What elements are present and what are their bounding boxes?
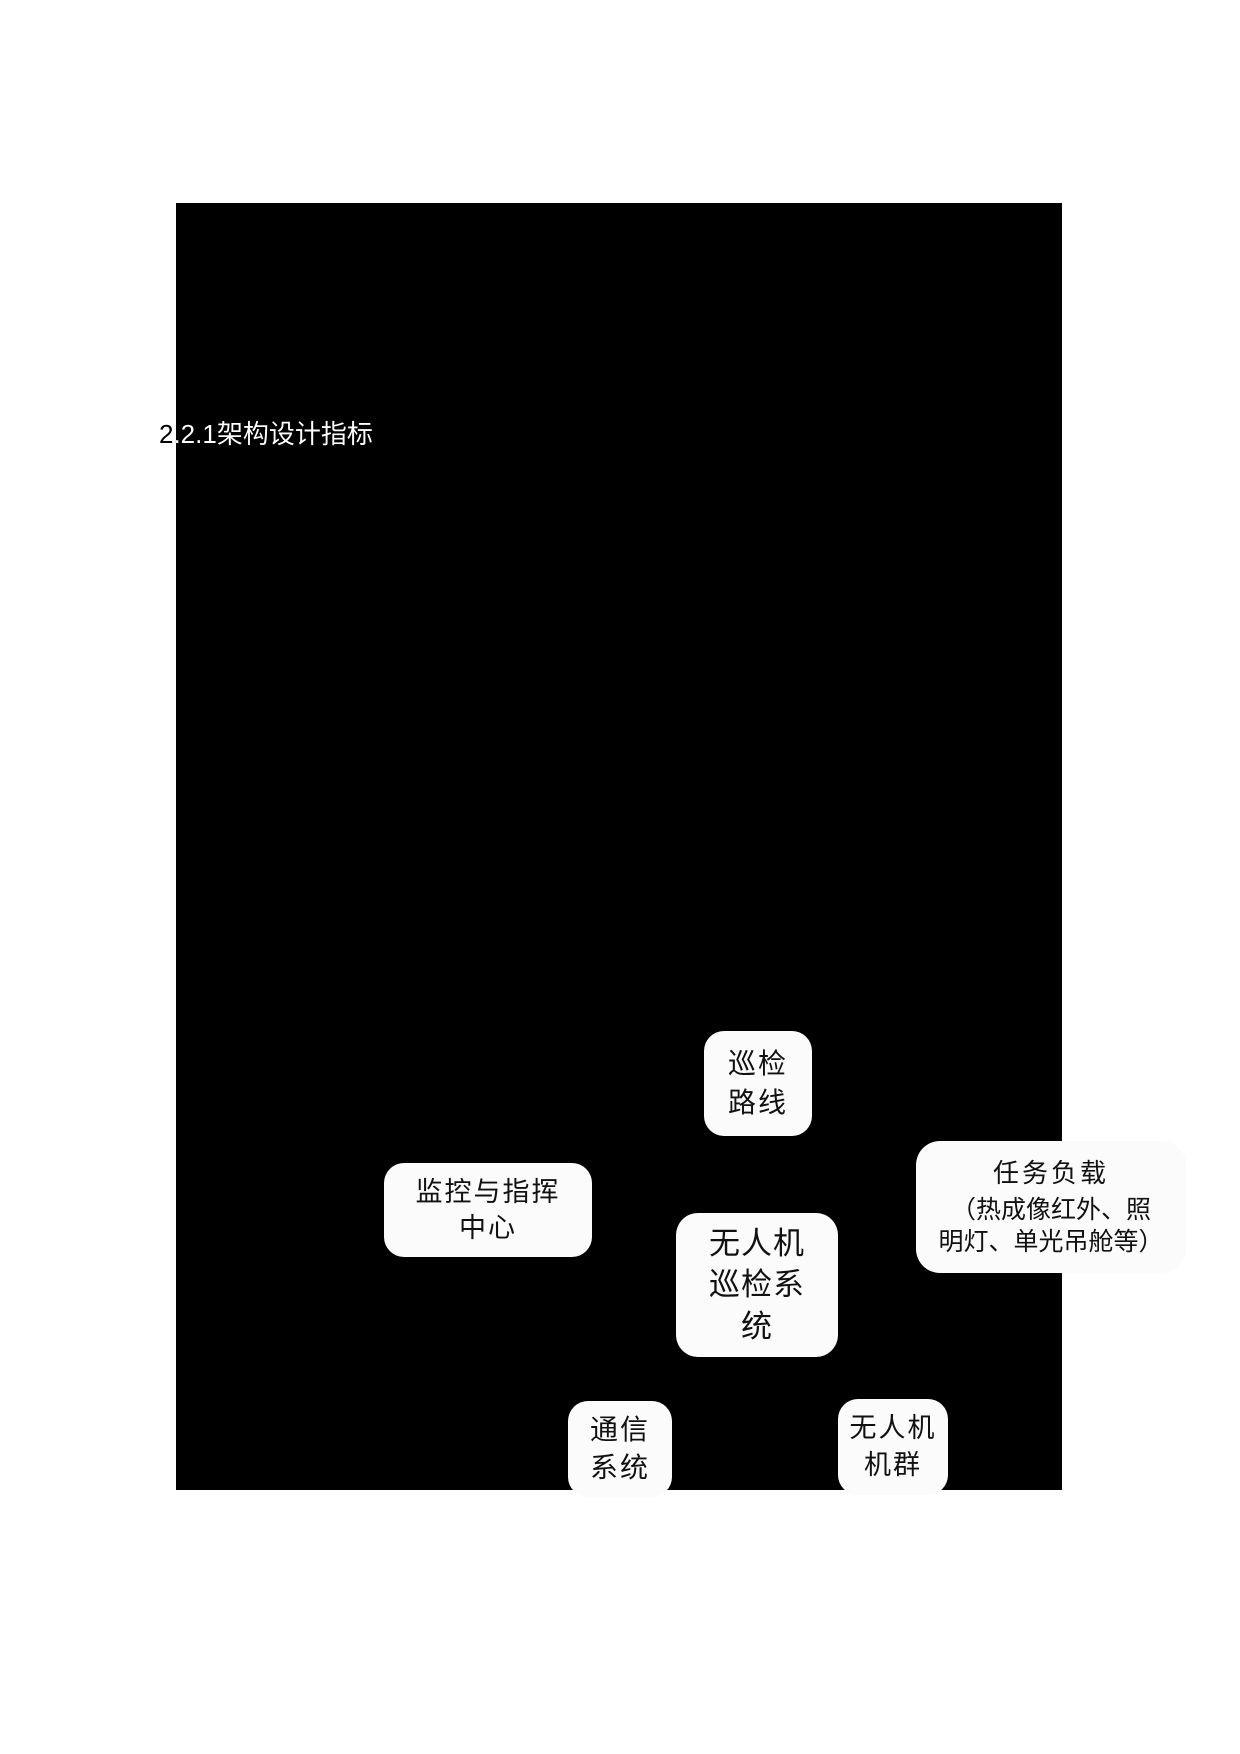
section-heading: 2.2.1架构设计指标 xyxy=(158,418,374,450)
diagram-node-mission-payload[interactable]: 任务负载 （热成像红外、照 明灯、单光吊舱等） xyxy=(916,1141,1186,1273)
node-label: 无人机 机群 xyxy=(849,1413,937,1480)
diagram-node-uav-fleet[interactable]: 无人机 机群 xyxy=(838,1399,948,1495)
section-heading-text: 2.2.1架构设计指标 xyxy=(159,419,373,449)
diagram-node-uav-inspection-system[interactable]: 无人机 巡检系 统 xyxy=(676,1213,838,1357)
node-sublabel: （热成像红外、照 明灯、单光吊舱等） xyxy=(938,1196,1164,1257)
node-label: 通信 系统 xyxy=(589,1413,650,1483)
diagram-node-inspection-route[interactable]: 巡检 路线 xyxy=(704,1031,812,1136)
node-label: 任务负载 xyxy=(992,1157,1109,1188)
diagram-node-monitoring-command-center[interactable]: 监控与指挥 中心 xyxy=(384,1163,592,1257)
node-label: 监控与指挥 中心 xyxy=(415,1176,561,1243)
node-label: 巡检 路线 xyxy=(727,1047,788,1118)
node-label: 无人机 巡检系 统 xyxy=(709,1225,805,1344)
architecture-figure-panel: 巡检 路线 任务负载 （热成像红外、照 明灯、单光吊舱等） 监控与指挥 中心 无… xyxy=(176,203,1186,1497)
diagram-node-communication-system[interactable]: 通信 系统 xyxy=(568,1401,672,1497)
